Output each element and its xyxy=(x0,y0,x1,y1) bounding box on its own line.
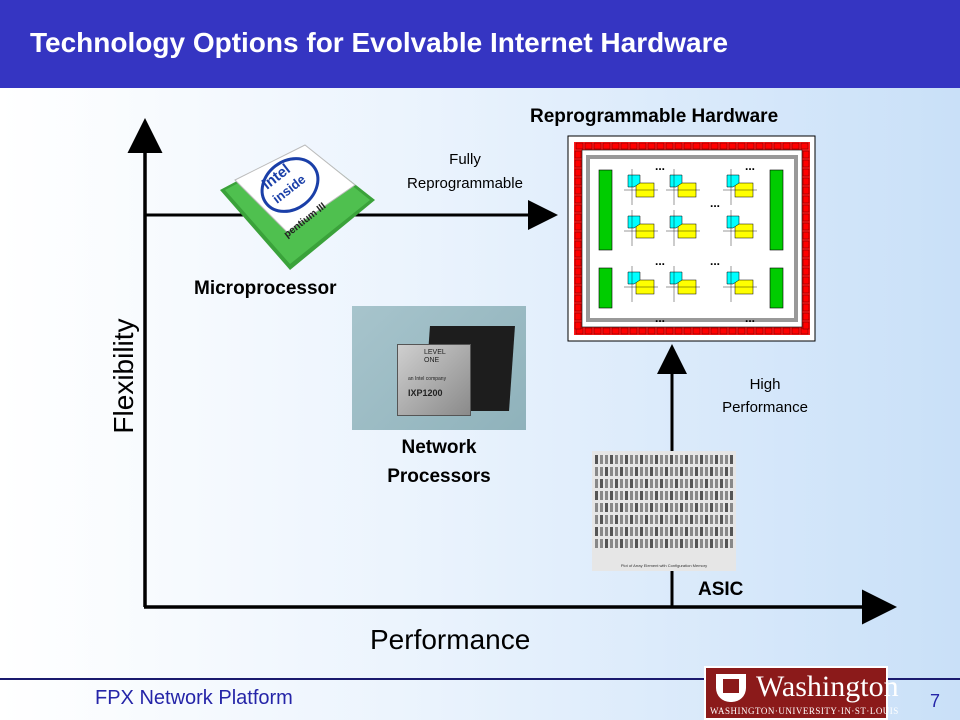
svg-text:...: ... xyxy=(710,196,720,210)
network-processors-label-line2: Processors xyxy=(387,466,491,487)
washington-university-logo: Washington WASHINGTON·UNIVERSITY·IN·ST·L… xyxy=(704,666,899,720)
logo-wordmark: Washington xyxy=(756,670,899,703)
microprocessor-label: Microprocessor xyxy=(194,278,337,299)
svg-text:...: ... xyxy=(745,311,755,325)
reprogrammable-hardware-label: Reprogrammable Hardware xyxy=(530,106,779,127)
high-performance-line2: Performance xyxy=(722,399,808,416)
asic-die-image: Plot of Array Element with Configuration… xyxy=(592,451,736,571)
asic-label: ASIC xyxy=(698,579,744,600)
footer-title: FPX Network Platform xyxy=(95,687,293,709)
y-axis-label: Flexibility xyxy=(108,318,139,434)
shield-icon xyxy=(716,674,746,702)
network-processors-label-line1: Network xyxy=(401,437,477,458)
np-level-text: LEVEL xyxy=(424,349,446,356)
np-model-text: IXP1200 xyxy=(408,388,443,398)
logo-subtitle: WASHINGTON·UNIVERSITY·IN·ST·LOUIS xyxy=(710,706,899,716)
svg-text:...: ... xyxy=(745,159,755,173)
np-company-text: an Intel company xyxy=(408,376,447,382)
network-processor-image: LEVEL ONE an Intel company IXP1200 xyxy=(352,306,526,430)
svg-text:...: ... xyxy=(655,159,665,173)
asic-caption-text: Plot of Array Element with Configuration… xyxy=(621,563,707,568)
page-number: 7 xyxy=(930,691,941,711)
svg-text:...: ... xyxy=(655,311,665,325)
fully-reprogrammable-line1: Fully xyxy=(449,151,481,168)
footer-rule xyxy=(0,678,960,680)
svg-text:...: ... xyxy=(655,254,665,268)
svg-text:...: ... xyxy=(710,254,720,268)
microprocessor-chip-image: intel inside pentium III xyxy=(220,144,375,270)
title-bar: Technology Options for Evolvable Interne… xyxy=(0,0,960,88)
np-one-text: ONE xyxy=(424,357,440,364)
slide-title: Technology Options for Evolvable Interne… xyxy=(30,27,729,58)
fully-reprogrammable-line2: Reprogrammable xyxy=(407,175,523,192)
x-axis-label: Performance xyxy=(370,624,531,655)
high-performance-line1: High xyxy=(749,376,781,393)
fpga-schematic: ..................... xyxy=(567,135,816,342)
